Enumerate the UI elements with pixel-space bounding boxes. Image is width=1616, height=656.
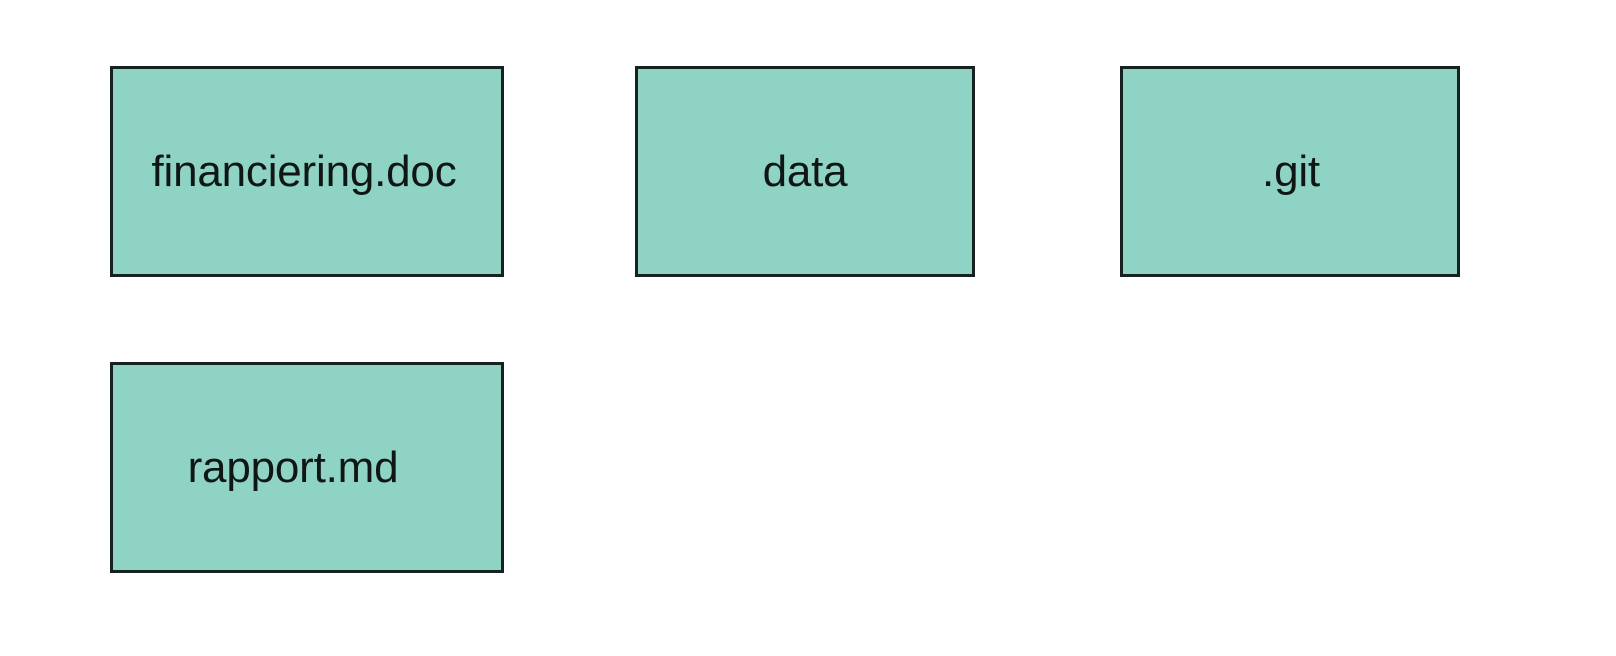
node-label: rapport.md [187, 442, 399, 492]
node-label: .git [1262, 146, 1320, 196]
node-label: financiering.doc [151, 146, 457, 196]
node-label: data [762, 146, 848, 196]
node-financiering-doc[interactable]: financiering.doc [110, 66, 504, 277]
node-data[interactable]: data [635, 66, 975, 277]
node-rapport-md[interactable]: rapport.md [110, 362, 504, 573]
node-git[interactable]: .git [1120, 66, 1460, 277]
